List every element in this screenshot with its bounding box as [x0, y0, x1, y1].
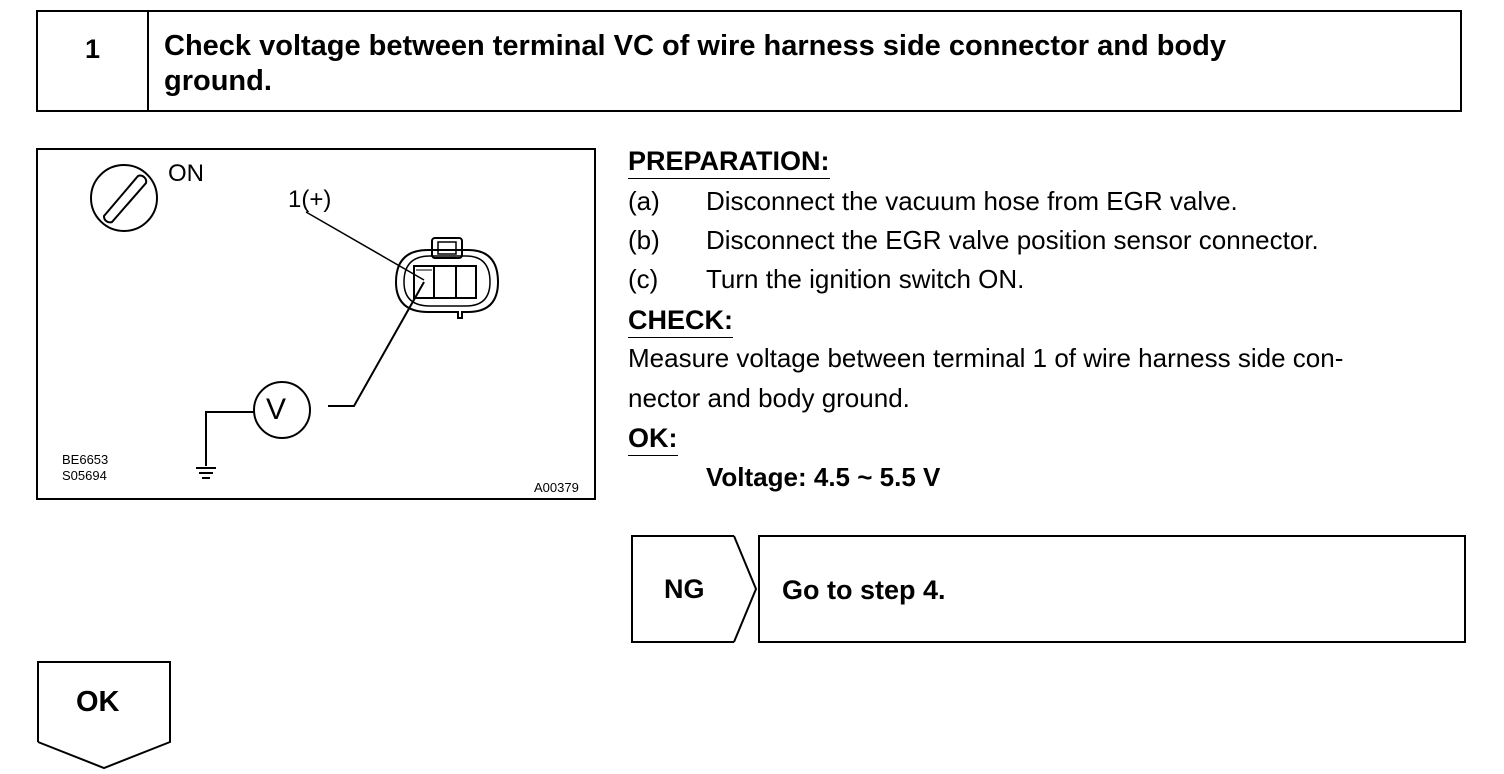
ng-label: NG — [664, 574, 705, 604]
check-text-line-1: Measure voltage between terminal 1 of wi… — [628, 343, 1344, 373]
step-text: Disconnect the EGR valve position sensor… — [706, 225, 1319, 255]
figure-id: A00379 — [534, 480, 579, 495]
ok-arrow-icon — [37, 661, 171, 770]
connector-icon — [394, 237, 500, 319]
ok-spec-heading: OK: — [628, 423, 678, 456]
step-letter: (b) — [628, 225, 660, 255]
step-letter: (c) — [628, 264, 659, 294]
step-text: Disconnect the vacuum hose from EGR valv… — [706, 186, 1238, 216]
step-header: 1 Check voltage between terminal VC of w… — [36, 10, 1462, 112]
ng-arrow-icon — [631, 535, 758, 643]
terminal-label: 1(+) — [288, 186, 332, 213]
voltmeter-icon — [253, 381, 311, 439]
step-letter: (a) — [628, 186, 660, 216]
wiring-diagram-drawing — [90, 164, 500, 479]
ng-action-text: Go to step 4. — [782, 575, 946, 605]
preparation-heading: PREPARATION: — [628, 146, 830, 179]
preparation-step-b: (b) Disconnect the EGR valve position se… — [628, 225, 1448, 257]
ground-symbol-icon — [196, 467, 216, 479]
step-text: Turn the ignition switch ON. — [706, 264, 1025, 294]
check-heading: CHECK: — [628, 305, 733, 338]
wiring-diagram: ON 1(+) V BE6653 S05694 A00379 — [36, 148, 596, 500]
step-title-line-1: Check voltage between terminal VC of wir… — [164, 30, 1226, 62]
check-text-line-2: nector and body ground. — [628, 383, 910, 413]
ok-label: OK — [76, 686, 120, 718]
step-number: 1 — [38, 12, 149, 110]
preparation-step-a: (a) Disconnect the vacuum hose from EGR … — [628, 186, 1448, 218]
probe-wire — [328, 281, 425, 407]
ground-wire — [205, 411, 254, 466]
figure-ref-code-2: S05694 — [62, 468, 107, 483]
terminal-leader-line — [305, 211, 425, 281]
preparation-step-c: (c) Turn the ignition switch ON. — [628, 264, 1448, 296]
figure-ref-code-1: BE6653 — [62, 452, 109, 467]
ng-action-box: Go to step 4. — [758, 535, 1466, 643]
switch-position-label: ON — [168, 160, 204, 187]
voltmeter-symbol: V — [266, 393, 287, 426]
step-title: Check voltage between terminal VC of wir… — [164, 29, 1444, 99]
check-text: Measure voltage between terminal 1 of wi… — [628, 338, 1468, 418]
step-title-line-2: ground. — [164, 65, 272, 97]
ignition-switch-icon — [90, 164, 158, 232]
ok-spec-value: Voltage: 4.5 ~ 5.5 V — [706, 462, 941, 492]
